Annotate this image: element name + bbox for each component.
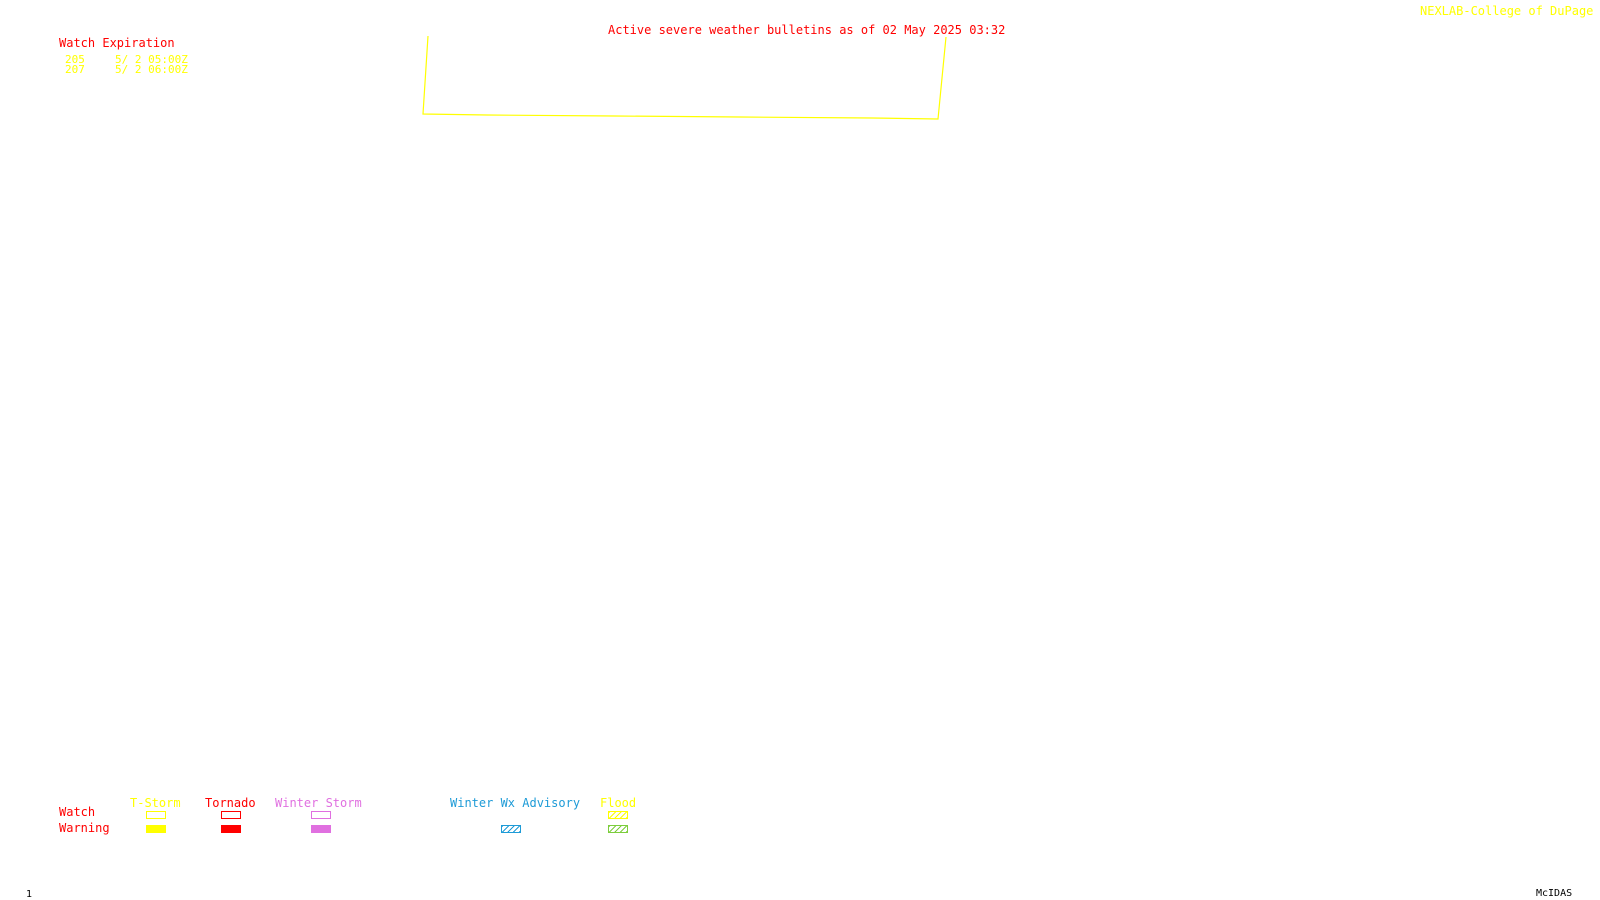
watch-row-expires: 5/ 2 05:00Z [115,53,188,66]
legend-tstorm-label: T-Storm [130,796,181,810]
legend-tstorm-warning-swatch [146,825,166,833]
legend-flood-warning-swatch [608,825,628,833]
watch-row-id: 207 [65,63,85,76]
frame-number: 1 [26,889,33,900]
legend-winter-wx-advisory-warning-swatch [501,825,521,833]
bulletin-title: Active severe weather bulletins as of 02… [608,23,1006,37]
legend-winter-storm-label: Winter Storm [275,796,362,810]
legend-tornado-watch-swatch [221,811,241,819]
watch-row-id: 205 [65,53,85,66]
software-label: McIDAS [1536,888,1573,899]
legend-tornado-label: Tornado [205,796,256,810]
legend-row-warning: Warning [59,821,110,835]
legend-flood-watch-swatch [608,811,628,819]
credit-label: NEXLAB-College of DuPage [1420,4,1594,18]
legend-tstorm-watch-swatch [146,811,166,819]
watch-row-expires: 5/ 2 06:00Z [115,63,188,76]
watch-outline [422,35,947,120]
legend-winter-wx-advisory-label: Winter Wx Advisory [450,796,581,810]
legend-winter-storm-warning-swatch [311,825,331,833]
legend-row-watch: Watch [59,805,96,819]
legend-winter-storm-watch-swatch [311,811,331,819]
legend-tornado-warning-swatch [221,825,241,833]
legend-flood-label: Flood [600,796,637,810]
watch-table-title: Watch Expiration [59,36,175,50]
